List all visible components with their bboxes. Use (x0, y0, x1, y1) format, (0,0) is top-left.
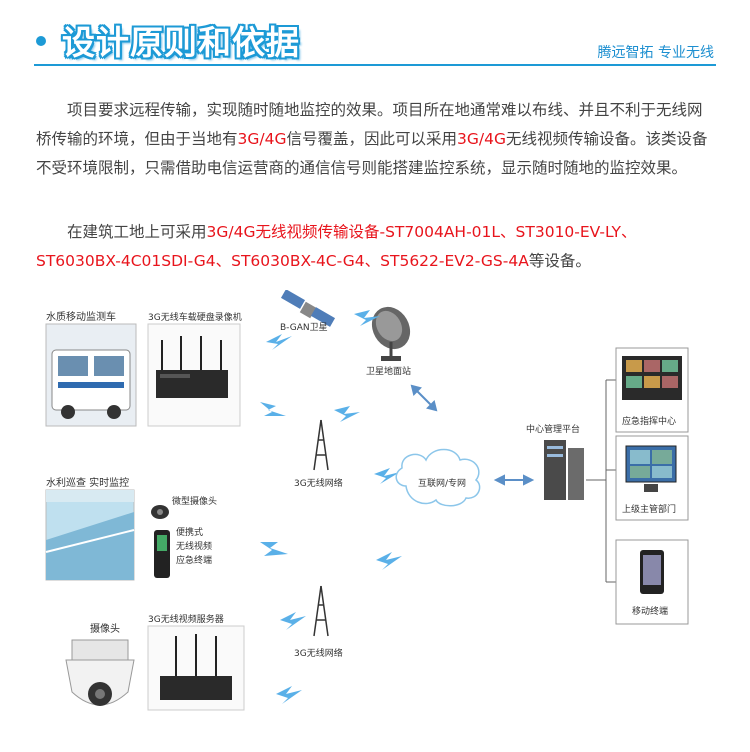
label-car-dvr: 3G无线车载硬盘录像机 (148, 313, 242, 323)
dish-icon (371, 306, 411, 361)
server-icon (544, 440, 584, 500)
header-slogan: 腾远智拓 专业无线 (597, 45, 714, 61)
label-center: 中心管理平台 (526, 425, 581, 435)
paragraph-devices: 在建筑工地上可采用3G/4G无线视频传输设备-ST7004AH-01L、ST30… (36, 218, 716, 276)
lightning-icon (260, 310, 402, 704)
water-photo (45, 489, 135, 581)
network-topology-diagram: 水质移动监测车 3G无线车载硬盘录像机 B-GAN卫星 卫星地面站 3G无线网络… (36, 290, 716, 740)
device-model-list: 3G/4G无线视频传输设备-ST7004AH-01L、ST3010-EV-LY、… (36, 223, 637, 270)
label-ground-station: 卫星地面站 (366, 367, 412, 377)
label-camera: 摄像头 (90, 624, 120, 635)
camera-icon (151, 505, 169, 519)
portable-terminal-icon (154, 530, 170, 578)
diagram-graphics (45, 290, 689, 711)
connector-lines (586, 379, 616, 583)
text-segment: 项目要求远程传输，实现随时随地监控的效果。项目所在地通常难以布线、并且不利于无线… (36, 101, 703, 148)
car-dvr-icon (147, 323, 241, 427)
tower-icon (313, 419, 329, 471)
label-internet: 互联网/专网 (418, 479, 467, 489)
label-portable-terminal: 便携式 无线视频 应急终端 (176, 528, 213, 566)
text-segment: 等设备。 (528, 252, 591, 270)
highlight-3g4g: 3G/4G (237, 130, 287, 148)
command-center-box (615, 347, 689, 433)
label-micro-camera: 微型摄像头 (172, 497, 218, 507)
video-server-icon (147, 625, 245, 711)
page-title: 设计原则和依据 (62, 23, 300, 62)
header-divider (34, 64, 716, 66)
phone-icon (615, 539, 689, 625)
superior-dept-box (615, 435, 689, 521)
dome-camera-icon (65, 639, 135, 706)
label-video-server: 3G无线视频服务器 (148, 615, 224, 625)
vehicle-photo (45, 323, 137, 427)
label-vehicle: 水质移动监测车 (46, 312, 116, 323)
arrow-icon (410, 384, 535, 486)
text-segment: 信号覆盖，因此可以采用 (286, 130, 457, 148)
label-superior: 上级主管部门 (622, 505, 677, 515)
title-bullet-icon (36, 36, 46, 46)
highlight-3g4g: 3G/4G (457, 130, 506, 148)
label-satellite: B-GAN卫星 (280, 323, 328, 333)
page-header: 设计原则和依据 腾远智拓 专业无线 (0, 0, 750, 70)
text-segment: 在建筑工地上可采用 (67, 223, 207, 241)
label-command: 应急指挥中心 (622, 417, 677, 427)
satellite-icon (280, 290, 336, 327)
paragraph-requirements: 项目要求远程传输，实现随时随地监控的效果。项目所在地通常难以布线、并且不利于无线… (36, 96, 716, 183)
tower-icon (313, 585, 329, 637)
label-network-top: 3G无线网络 (294, 479, 343, 489)
text-segment: 无线视频传输设备。该类设备不受环境限制，只需借助电信运营商的通信信号则能搭建监控… (36, 130, 708, 177)
label-water: 水利巡查 实时监控 (46, 478, 130, 489)
label-network-bottom: 3G无线网络 (294, 649, 343, 659)
cloud-icon (395, 448, 481, 507)
label-mobile: 移动终端 (632, 607, 669, 617)
